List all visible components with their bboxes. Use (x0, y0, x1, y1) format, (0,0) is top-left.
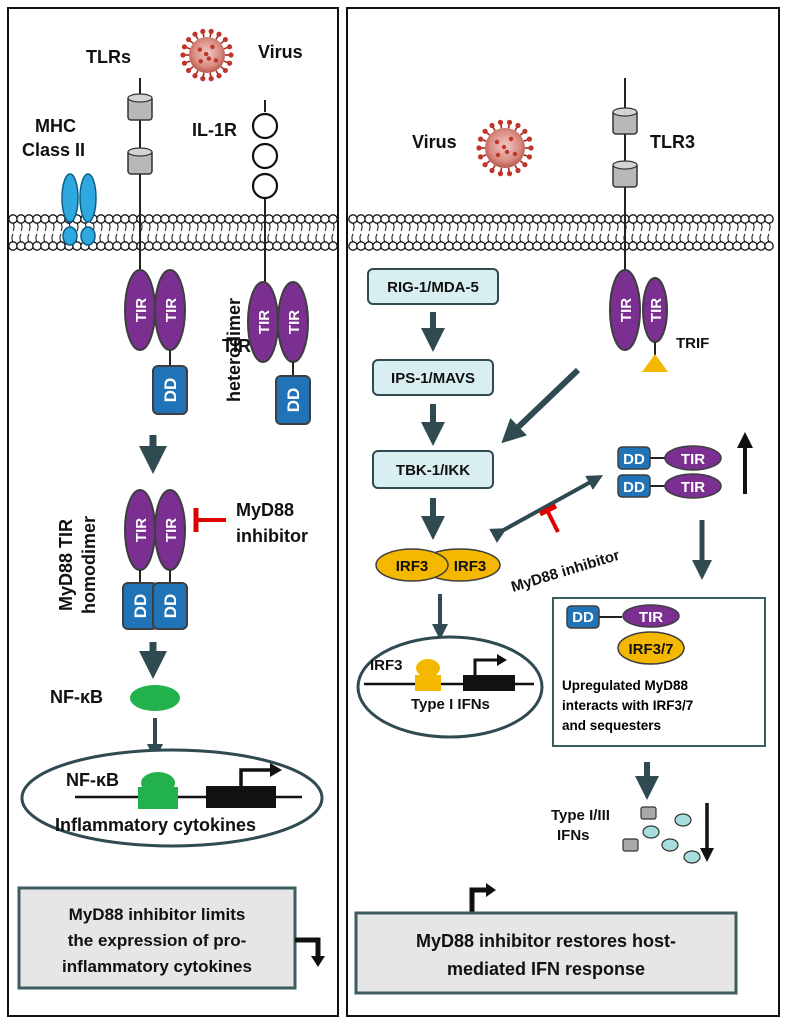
upregulated-line1: Upregulated MyD88 (562, 678, 689, 693)
nucleus-irf3-label: IRF3 (370, 657, 403, 674)
irf3-bound-icon (415, 659, 441, 691)
nucleus-right (356, 635, 544, 739)
dd-label: DD (161, 378, 180, 403)
dd-label: DD (623, 479, 645, 496)
dd-label: DD (161, 594, 180, 619)
inhibitor-label-left-2: inhibitor (236, 526, 308, 546)
homodimer-label: homodimer (79, 516, 99, 614)
myd88-irf3-interaction-arrow (489, 475, 604, 543)
left-panel-frame (7, 7, 339, 1017)
upregulated-myd88-pair (617, 445, 722, 499)
virus-label-right: Virus (412, 132, 457, 152)
inflammatory-cytokines-label: Inflammatory cytokines (55, 815, 256, 835)
mhc-class-ii-icon (61, 173, 97, 246)
virus-icon (180, 28, 234, 82)
rig-mda5-label: RIG-1/MDA-5 (387, 279, 479, 296)
tlr-receptor-icon (127, 78, 153, 290)
tlr-tir-domain-pair: TIR TIR DD (124, 269, 188, 415)
rig-mda5-box (367, 268, 499, 305)
right-panel-frame (346, 7, 780, 1017)
nfkb-icon (130, 685, 180, 711)
upregulated-line3: and sequesters (562, 718, 661, 733)
gene-icon (206, 786, 276, 808)
tir-label: TIR (639, 609, 663, 626)
dd-label: DD (623, 451, 645, 468)
nfkb-label: NF-κB (50, 687, 103, 707)
tir-label: TIR (681, 451, 705, 468)
virus-icon (476, 119, 534, 177)
heterodimer-text: heterodimer (224, 298, 244, 402)
virus-label-left: Virus (258, 42, 303, 62)
il1r-tir-domain-pair: TIR TIR DD (247, 281, 311, 425)
tir-label: TIR (618, 298, 635, 322)
transcription-start-arrow (473, 654, 507, 675)
type1-ifn-label: Type I IFNs (411, 696, 490, 713)
tbk-ikk-label: TBK-1/IKK (396, 462, 470, 479)
ifn-label-2: IFNs (557, 827, 590, 844)
nucleus-nfkb-label: NF-κB (66, 770, 119, 790)
myd88-homodimer-label: MyD88 TIR (56, 519, 76, 611)
dd-label: DD (572, 609, 594, 626)
tir-label: TIR (648, 298, 665, 322)
tir-label: TIR (133, 298, 150, 322)
nfkb-bound-icon (138, 772, 178, 809)
ips-mavs-label: IPS-1/MAVS (391, 370, 475, 387)
gene-icon (463, 675, 515, 691)
tir-label: TIR (681, 479, 705, 496)
irf3-label-a: IRF3 (396, 558, 429, 575)
tlr3-tir-pair: TIR TIR (609, 269, 668, 372)
left-summary-line3: inflammatory cytokines (62, 957, 252, 976)
left-summary-line1: MyD88 inhibitor limits (69, 905, 246, 924)
right-summary-line1: MyD88 inhibitor restores host- (416, 931, 676, 951)
tlr3-receptor-icon (612, 78, 638, 270)
trif-to-tbk-arrow (501, 367, 581, 444)
myd88-homodimer: TIR TIR DD DD (122, 489, 188, 630)
tir-heterodimer-label: TIR (222, 336, 251, 356)
myd88-irf37-complex (566, 604, 685, 665)
irf3-label-b: IRF3 (454, 558, 487, 575)
inhibitor-label-left: MyD88 (236, 500, 294, 520)
inhibitor-t-icon (193, 508, 226, 532)
il1r-receptor-icon (251, 100, 279, 295)
tlr3-label: TLR3 (650, 132, 695, 152)
tir-label: TIR (133, 518, 150, 542)
mhc-label: MHC (35, 116, 76, 136)
tir-label: TIR (256, 310, 273, 334)
irf37-label: IRF3/7 (628, 641, 673, 658)
dd-label: DD (131, 594, 150, 619)
il1r-label: IL-1R (192, 120, 237, 140)
ifn-label-1: Type I/III (551, 807, 610, 824)
tlrs-label: TLRs (86, 47, 131, 67)
restore-arrow-icon (469, 883, 496, 912)
tir-label: TIR (286, 310, 303, 334)
irf3-dimer (375, 548, 501, 582)
tir-label: TIR (163, 298, 180, 322)
tir-label: TIR (163, 518, 180, 542)
left-summary-line2: the expression of pro- (68, 931, 247, 950)
left-summary-box (17, 886, 297, 990)
right-summary-line2: mediated IFN response (447, 959, 645, 979)
trif-label: TRIF (676, 335, 709, 352)
inhibitor-t-icon (538, 503, 560, 533)
ips-mavs-box (372, 359, 494, 396)
inhibitor-label-right: MyD88 inhibitor (509, 547, 622, 596)
cell-membrane (8, 214, 774, 251)
transcription-start-arrow (239, 763, 282, 786)
upregulated-line2: interacts with IRF3/7 (562, 698, 693, 713)
downregulation-arrow-icon (295, 937, 325, 967)
ifn-molecules-icon (622, 806, 701, 864)
mhc-class-label: Class II (22, 140, 85, 160)
dd-label: DD (284, 388, 303, 413)
right-summary-box (354, 911, 738, 995)
tbk-ikk-box (372, 450, 494, 489)
trif-icon (642, 354, 668, 372)
